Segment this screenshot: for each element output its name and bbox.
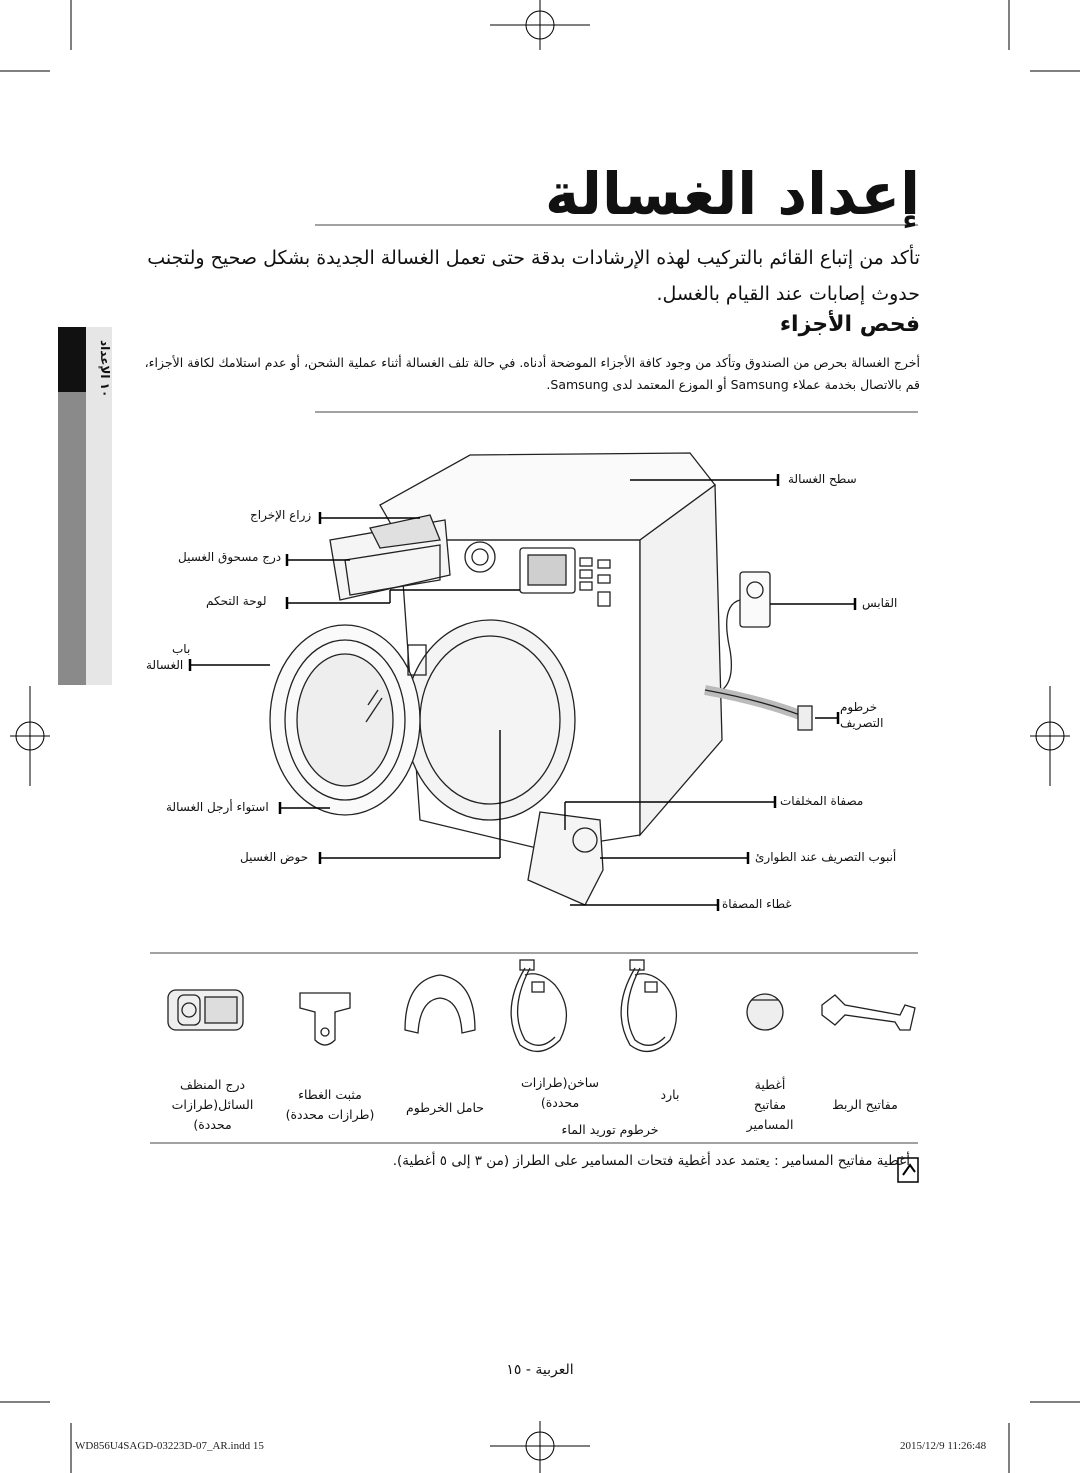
footer-filename: WD856U4SAGD-03223D-07_AR.indd 15 (75, 1440, 264, 1452)
label-plug: القابس (862, 596, 898, 610)
accessory-label-spanner: مفاتيح الربط (832, 1097, 898, 1112)
accessory-label-hot: ساخن(طرازات محددة) (521, 1075, 599, 1110)
label-drain-hose-1: خرطوم (840, 700, 878, 714)
footer-timestamp: 2015/12/9 11:26:48 (900, 1440, 987, 1452)
washing-machine-diagram (269, 452, 813, 906)
lid-holder-icon (299, 992, 351, 1046)
intro-paragraph: تأكد من إتباع القائم بالتركيب لهذه الإرش… (147, 247, 920, 305)
liquid-detergent-icon (167, 989, 244, 1031)
section-text: أخرج الغسالة بحرص من الصندوق وتأكد من وج… (144, 355, 920, 392)
label-filter-cover: غطاء المصفاة (722, 897, 792, 911)
label-filter: مصفاة المخلفات (780, 794, 864, 808)
label-control-panel: لوحة التحكم (206, 594, 267, 608)
accessory-label-water-hose: خرطوم توريد الماء (561, 1122, 659, 1137)
label-worktop: سطح الغسالة (788, 472, 857, 486)
section-heading: فحص الأجزاء (779, 312, 920, 337)
hot-hose-icon (620, 959, 677, 1052)
label-door-2: الغسالة (146, 658, 184, 672)
label-emergency-drain: أنبوب التصريف عند الطوارئ (755, 850, 897, 864)
bolt-cap-icon (746, 993, 784, 1031)
label-adjustable-feet: استواء أرجل الغسالة (166, 800, 269, 814)
label-drum: حوض الغسيل (240, 850, 309, 864)
side-tab-label: ١٠ الإعداد (98, 340, 112, 398)
cold-hose-icon (510, 959, 567, 1052)
accessory-label-liquid-detergent: درج المنظف السائل(طرازات محددة) (171, 1077, 254, 1132)
note-text: أغطية مفاتيح المسامير : يعتمد عدد أغطية … (392, 1153, 910, 1169)
label-drain-hose-2: التصريف (840, 716, 884, 730)
accessory-label-hose-guide: حامل الخرطوم (405, 1100, 485, 1115)
accessory-label-lid-holder: مثبت الغطاء (طرازات محددة) (285, 1087, 375, 1122)
accessory-label-cold: بارد (660, 1087, 680, 1102)
page-title: إعداد الغسالة (545, 160, 920, 228)
accessory-label-bolt-caps: أغطية مفاتيح المسامير (746, 1077, 794, 1132)
label-drawer-handle: زراع الإخراج (250, 508, 312, 522)
hose-guide-icon (404, 974, 476, 1034)
page-number: العربية - ١٥ (506, 1362, 574, 1378)
label-door-1: باب (172, 642, 191, 656)
label-detergent-drawer: درج مسحوق الغسيل (178, 550, 282, 564)
spanner-icon (821, 994, 916, 1031)
